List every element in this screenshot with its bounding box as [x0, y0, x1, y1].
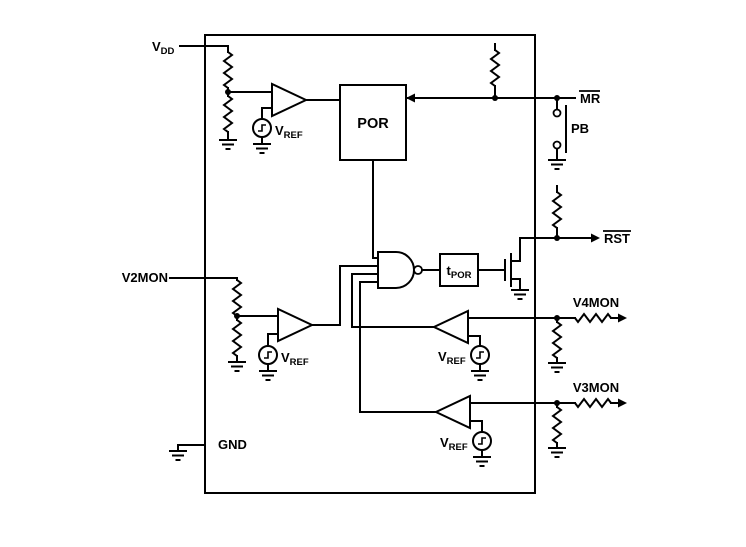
- ground-symbol: [547, 447, 567, 458]
- pb-terminal-bottom: [552, 140, 562, 150]
- por-block: POR: [339, 84, 407, 161]
- v4mon-arrowhead-icon: [618, 313, 627, 323]
- vref3-label: VREF: [438, 349, 466, 367]
- mr-pin-label: MR: [580, 91, 601, 106]
- tpor-block-label: tPOR: [447, 263, 472, 281]
- vref3-wires: [467, 335, 481, 372]
- v4mon-series-resistor: [574, 313, 612, 323]
- pb-terminal-top: [552, 108, 562, 118]
- vref1-label: VREF: [275, 123, 303, 141]
- v3mon-pin-label: V3MON: [573, 380, 619, 395]
- nand-gate-section: [311, 159, 441, 413]
- mosfet-drain-source-wires: [510, 237, 521, 291]
- v3mon-comparator: [433, 394, 471, 430]
- v3mon-series-resistor: [574, 398, 612, 408]
- junction-dot: [234, 313, 240, 319]
- gnd-wire: [177, 444, 206, 452]
- nand-bubble-icon: [413, 265, 423, 275]
- v2mon-comparator: [277, 307, 315, 343]
- vref4-wires: [469, 420, 483, 458]
- por-block-label: POR: [357, 116, 389, 132]
- ground-symbol: [547, 362, 567, 373]
- junction-dot: [492, 95, 498, 101]
- ground-symbol: [547, 159, 567, 170]
- vref-source-icon: [252, 118, 272, 138]
- v4mon-section: VREF V4MON: [431, 295, 627, 381]
- rst-output-section: RST: [477, 185, 631, 300]
- mr-pb-section: MR PB: [405, 43, 601, 170]
- v4mon-pin-label: V4MON: [573, 295, 619, 310]
- nand-input-wires: [311, 159, 437, 413]
- junction-dot: [554, 235, 560, 241]
- gnd-pin-section: GND: [168, 437, 247, 461]
- v2mon-section: V2MON VREF: [122, 270, 315, 381]
- vref-source-icon: [472, 431, 492, 451]
- por-block-box: [339, 84, 407, 161]
- v3mon-section: VREF V3MON: [433, 380, 627, 467]
- rst-pin-label: RST: [604, 231, 630, 246]
- vref2-wires: [267, 333, 279, 372]
- nand-gate: [377, 251, 415, 289]
- vdd-monitor-section: VDD VREF: [152, 39, 341, 154]
- tpor-block: tPOR: [439, 253, 479, 287]
- mr-arrowhead-icon: [406, 93, 415, 103]
- vref2-label: VREF: [281, 350, 309, 368]
- junction-dot: [225, 89, 231, 95]
- v4mon-divider-resistor: [552, 321, 562, 359]
- v4mon-comparator: [431, 309, 469, 345]
- rst-arrowhead-icon: [591, 233, 600, 243]
- ground-symbol: [168, 450, 188, 461]
- gnd-pin-label: GND: [218, 437, 247, 452]
- vref4-label: VREF: [440, 435, 468, 453]
- v3mon-divider-resistor: [552, 406, 562, 444]
- mosfet-plates: [504, 253, 512, 287]
- vref1-wires: [261, 107, 273, 145]
- vref-source-icon: [258, 345, 278, 365]
- v2mon-pin-label: V2MON: [122, 270, 168, 285]
- vdd-pin-label: VDD: [152, 39, 175, 57]
- v3mon-arrowhead-icon: [618, 398, 627, 408]
- vdd-comparator: [271, 82, 309, 118]
- rst-pullup-resistor: [552, 191, 562, 229]
- vref-source-icon: [470, 345, 490, 365]
- pb-label: PB: [571, 121, 589, 136]
